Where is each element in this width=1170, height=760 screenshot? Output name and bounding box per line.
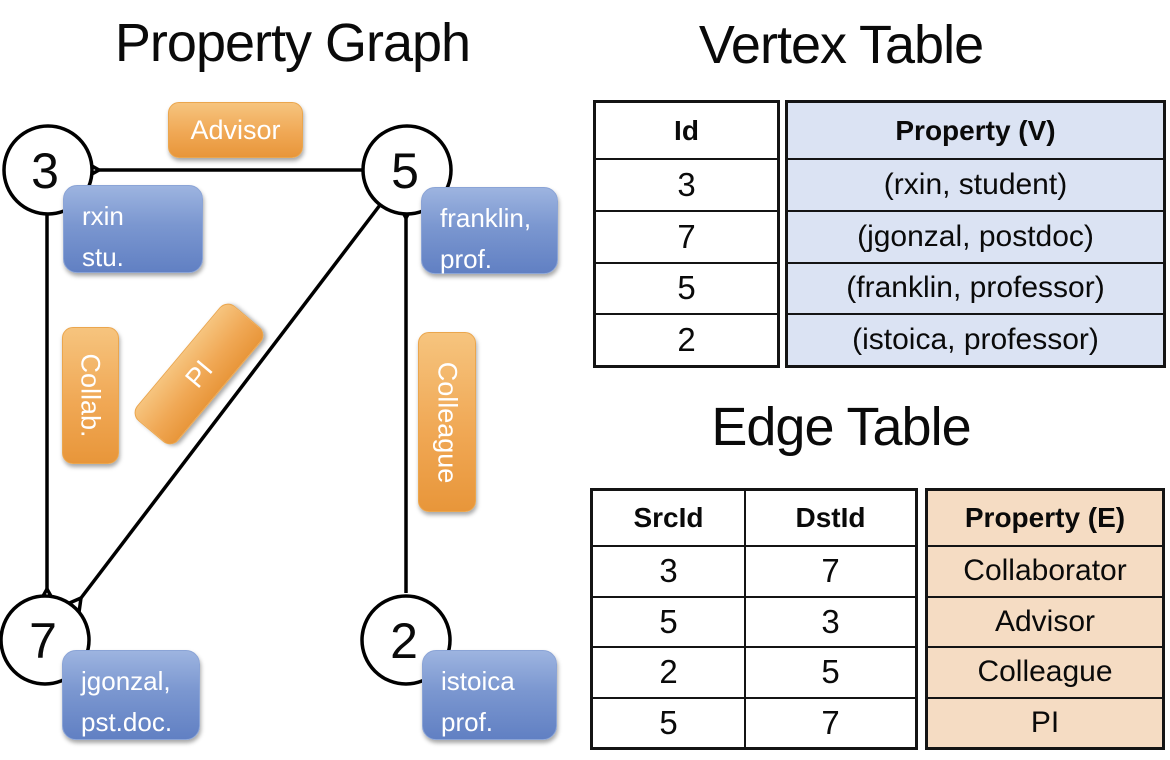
property-graph-title: Property Graph <box>114 13 471 73</box>
edge-5-7-arrow <box>63 203 382 617</box>
vertex-id-7: 7 <box>29 613 57 669</box>
edge-table-property-cell: Colleague <box>928 646 1162 697</box>
edge-table-src-cell: 5 <box>593 696 744 748</box>
edge-table-header-dstid: DstId <box>744 491 915 545</box>
edge-table-dst-cell: 3 <box>744 595 915 646</box>
edge-table-dst-cell: 5 <box>744 646 915 697</box>
vertex-id-3: 3 <box>31 143 59 199</box>
vertex-table-id-cell: 5 <box>596 261 777 314</box>
vertex-table-property-cell: (franklin, professor) <box>788 261 1163 314</box>
edge-label-advisor-text: Advisor <box>190 114 281 145</box>
node-property-istoica-line1: istoica <box>441 666 515 696</box>
edge-table-property-cell: Collaborator <box>928 545 1162 596</box>
edge-table-property-cell: Advisor <box>928 595 1162 646</box>
vertex-table-header-id: Id <box>674 114 699 146</box>
edge-table-header-srcid: SrcId <box>633 502 704 533</box>
vertex-id-5: 5 <box>391 143 419 199</box>
node-property-rxin-line2: stu. <box>82 242 124 272</box>
edge-table-src-cell: 3 <box>593 545 744 596</box>
vertex-table-header-property: Property (V) <box>788 103 1163 158</box>
vertex-table-id-cell: 2 <box>596 313 777 365</box>
edge-table-property-column: Property (E) Collaborator Advisor Collea… <box>925 488 1165 750</box>
node-property-istoica-line2: prof. <box>441 707 494 737</box>
edge-label-colleague: Colleague <box>418 332 476 512</box>
vertex-table-id-cell: 7 <box>596 209 777 262</box>
edge-table-header-property: Property (E) <box>928 491 1162 545</box>
vertex-table-id-column: Id 3 7 5 2 <box>593 100 780 368</box>
edge-table-id-columns: SrcId DstId 3 7 5 3 2 5 5 7 <box>590 488 918 750</box>
edge-table-dst-cell: 7 <box>744 696 915 747</box>
edge-table-property-cell: PI <box>928 696 1162 747</box>
edge-label-collab-text: Collab. <box>76 353 107 438</box>
edge-label-advisor: Advisor <box>168 102 303 158</box>
edge-label-pi-text: PI <box>178 354 219 394</box>
node-property-jgonzal-line2: pst.doc. <box>81 707 173 737</box>
edge-table-src-cell: 5 <box>593 595 744 647</box>
vertex-table-property-cell: (istoica, professor) <box>788 313 1163 365</box>
edge-table-src-cell: 2 <box>593 646 744 697</box>
node-property-franklin-line1: franklin, <box>440 203 532 233</box>
edge-label-colleague-text: Colleague <box>432 361 463 483</box>
vertex-table-title: Vertex Table <box>698 15 984 75</box>
vertex-table-property-cell: (rxin, student) <box>788 158 1163 210</box>
edge-table-dst-cell: 7 <box>744 545 915 596</box>
node-property-rxin: rxin stu. <box>63 185 203 273</box>
vertex-table-property-cell: (jgonzal, postdoc) <box>788 209 1163 262</box>
node-property-istoica: istoica prof. <box>422 650 557 740</box>
vertex-table-property-column: Property (V) (rxin, student) (jgonzal, p… <box>785 100 1166 368</box>
edge-label-collab: Collab. <box>62 327 119 464</box>
node-property-franklin-line2: prof. <box>440 244 493 274</box>
vertex-table-id-cell: 3 <box>596 158 777 210</box>
vertex-id-2: 2 <box>390 613 418 669</box>
node-property-franklin: franklin, prof. <box>421 187 558 274</box>
node-property-jgonzal-line1: jgonzal, <box>81 666 171 696</box>
node-property-rxin-line1: rxin <box>82 201 124 231</box>
edge-table-title: Edge Table <box>711 397 971 457</box>
node-property-jgonzal: jgonzal, pst.doc. <box>62 650 200 740</box>
